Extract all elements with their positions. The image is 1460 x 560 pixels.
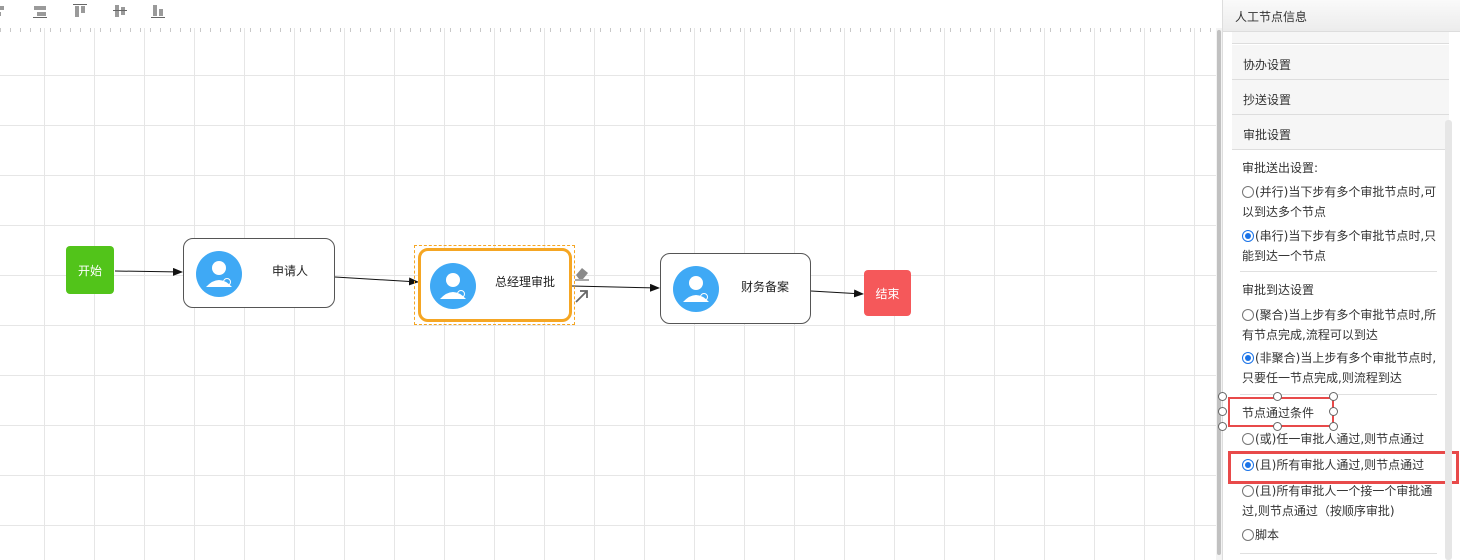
option-text: (且)所有审批人一个接一个审批通	[1255, 484, 1433, 498]
resize-handle[interactable]	[1273, 392, 1282, 401]
panel-scrollbar[interactable]	[1445, 120, 1452, 560]
resize-handle[interactable]	[1273, 422, 1282, 431]
pass-option-all-highlight	[1228, 451, 1459, 484]
section-placeholder[interactable]	[1232, 32, 1449, 44]
resize-handle[interactable]	[1218, 392, 1227, 401]
radio-button[interactable]	[1242, 352, 1254, 364]
connector-finance-to-end[interactable]	[810, 289, 864, 298]
align-center-icon[interactable]	[32, 3, 48, 19]
properties-panel: 人工节点信息 协办设置 抄送设置 审批设置 审批送出设置: (并行)当下步有多个…	[1218, 0, 1460, 560]
radio-button[interactable]	[1242, 485, 1254, 497]
end-node[interactable]: 结束	[864, 270, 911, 316]
pass-option-all[interactable]: (且)所有审批人通过,则节点通过	[1242, 455, 1442, 475]
section-assist-settings[interactable]: 协办设置	[1232, 45, 1449, 80]
end-node-label: 结束	[875, 287, 900, 301]
flow-canvas[interactable]: 开始 申请人 总经理审批 财务备案 结束	[0, 28, 1222, 560]
flow-node-finance[interactable]: 财务备案	[660, 253, 811, 324]
align-top-icon[interactable]	[72, 3, 88, 19]
user-avatar-icon	[196, 251, 242, 297]
eraser-icon[interactable]	[573, 264, 591, 282]
pass-heading: 节点通过条件	[1242, 406, 1315, 420]
user-avatar-icon	[673, 266, 719, 312]
arrive-option-non-merge[interactable]: (非聚合)当上步有多个审批节点时, 只要任一节点完成,则流程到达	[1242, 348, 1442, 388]
pass-option-any[interactable]: (或)任一审批人通过,则节点通过	[1242, 429, 1442, 449]
connect-arrow-icon[interactable]	[574, 288, 590, 304]
radio-button[interactable]	[1242, 433, 1254, 445]
canvas-scrollbar-thumb[interactable]	[1217, 30, 1221, 555]
radio-button[interactable]	[1242, 230, 1254, 242]
resize-handle[interactable]	[1218, 422, 1227, 431]
align-left-icon[interactable]	[0, 3, 8, 19]
radio-button[interactable]	[1242, 186, 1254, 198]
start-node-label: 开始	[77, 264, 102, 278]
section-cc-settings[interactable]: 抄送设置	[1232, 80, 1449, 115]
flow-node-label: 财务备案	[741, 280, 790, 294]
option-text: (并行)当下步有多个审批节点时,可	[1255, 185, 1437, 199]
canvas-scrollbar[interactable]	[1216, 28, 1222, 560]
toolbar	[0, 0, 1222, 28]
resize-handle[interactable]	[1218, 407, 1227, 416]
panel-title: 人工节点信息	[1223, 0, 1460, 32]
flow-node-label: 总经理审批	[495, 275, 556, 289]
resize-handle[interactable]	[1329, 407, 1338, 416]
option-text: 脚本	[1255, 528, 1280, 542]
option-text: (聚合)当上步有多个审批节点时,所	[1255, 308, 1437, 322]
radio-button[interactable]	[1242, 529, 1254, 541]
align-bottom-icon[interactable]	[150, 3, 166, 19]
user-avatar-icon	[430, 263, 476, 309]
option-text: (串行)当下步有多个审批节点时,只	[1255, 229, 1437, 243]
start-node[interactable]: 开始	[66, 246, 114, 294]
canvas-ruler	[0, 28, 1222, 32]
option-text-line2: 过,则节点通过（按顺序审批)	[1242, 504, 1395, 518]
radio-button[interactable]	[1242, 309, 1254, 321]
node-selection-frame	[414, 245, 575, 325]
option-text: (或)任一审批人通过,则节点通过	[1255, 432, 1425, 446]
flow-node-gm-approval[interactable]: 总经理审批	[418, 248, 572, 322]
flow-node-applicant[interactable]: 申请人	[183, 238, 335, 308]
section-approval-settings[interactable]: 审批设置	[1232, 115, 1449, 150]
divider	[1240, 553, 1437, 554]
connector-start-to-applicant[interactable]	[114, 267, 183, 276]
arrive-option-merge[interactable]: (聚合)当上步有多个审批节点时,所 有节点完成,流程可以到达	[1242, 305, 1442, 345]
pass-option-sequential[interactable]: (且)所有审批人一个接一个审批通 过,则节点通过（按顺序审批)	[1242, 481, 1442, 521]
option-text-line2: 能到达一个节点	[1242, 249, 1327, 263]
option-text-line2: 只要任一节点完成,则流程到达	[1242, 371, 1402, 385]
align-middle-icon[interactable]	[112, 3, 128, 19]
send-out-heading: 审批送出设置:	[1242, 161, 1319, 175]
connector-applicant-to-gm[interactable]	[334, 276, 419, 286]
arrive-heading: 审批到达设置	[1242, 283, 1315, 297]
send-out-option-parallel[interactable]: (并行)当下步有多个审批节点时,可 以到达多个节点	[1242, 182, 1442, 222]
option-text: (非聚合)当上步有多个审批节点时,	[1255, 351, 1437, 365]
option-text-line2: 以到达多个节点	[1242, 205, 1327, 219]
resize-handle[interactable]	[1329, 422, 1338, 431]
divider	[1240, 271, 1437, 272]
option-text-line2: 有节点完成,流程可以到达	[1242, 328, 1378, 342]
resize-handle[interactable]	[1329, 392, 1338, 401]
flow-connectors	[114, 267, 864, 298]
connector-gm-to-finance[interactable]	[571, 283, 660, 292]
divider	[1240, 394, 1437, 395]
pass-option-script[interactable]: 脚本	[1242, 525, 1442, 545]
option-text: (且)所有审批人通过,则节点通过	[1255, 458, 1425, 472]
send-out-option-serial[interactable]: (串行)当下步有多个审批节点时,只 能到达一个节点	[1242, 226, 1442, 266]
radio-button[interactable]	[1242, 459, 1254, 471]
flow-node-label: 申请人	[272, 264, 309, 278]
